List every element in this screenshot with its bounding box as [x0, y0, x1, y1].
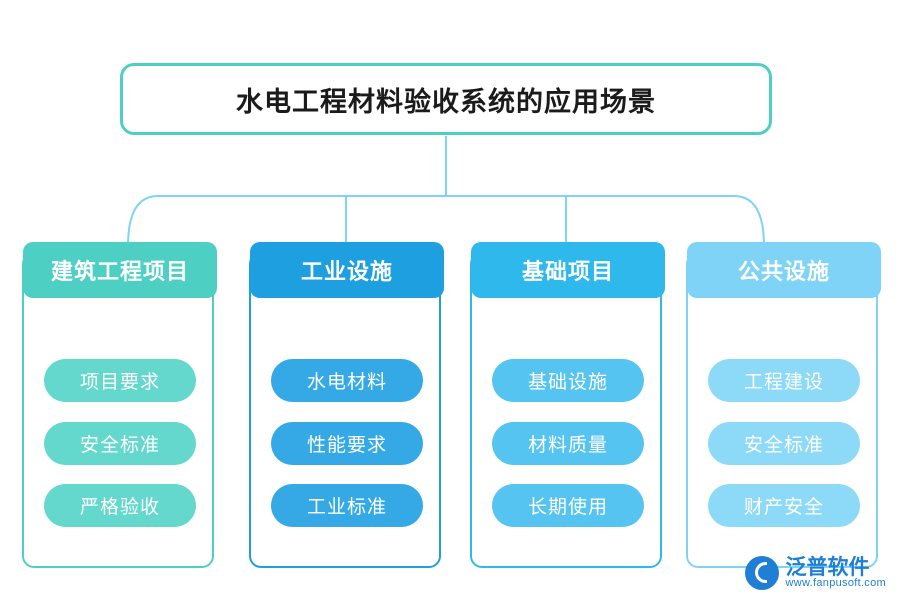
logo-text: 泛普软件 www.fanpusoft.com: [786, 556, 886, 590]
item-pill[interactable]: 工程建设: [708, 359, 860, 402]
item-pill[interactable]: 安全标准: [44, 422, 196, 465]
item-pill[interactable]: 基础设施: [492, 359, 644, 402]
item-pill[interactable]: 安全标准: [708, 422, 860, 465]
logo-mark-icon: [744, 556, 779, 590]
category-header-building: 建筑工程项目: [23, 242, 217, 298]
category-column-industrial: 工业设施 水电材料 性能要求 工业标准: [249, 242, 444, 568]
logo-company-name: 泛普软件: [785, 555, 870, 580]
brand-logo[interactable]: 泛普软件 www.fanpusoft.com: [744, 556, 886, 590]
item-pill[interactable]: 长期使用: [492, 484, 644, 527]
category-header-industrial: 工业设施: [250, 242, 444, 298]
item-pill[interactable]: 财产安全: [708, 484, 860, 527]
item-pill[interactable]: 水电材料: [271, 359, 423, 402]
logo-website-url: www.fanpusoft.com: [785, 577, 886, 590]
item-pill[interactable]: 材料质量: [492, 422, 644, 465]
category-column-public: 公共设施 工程建设 安全标准 财产安全: [686, 242, 881, 568]
item-pill[interactable]: 严格验收: [44, 484, 196, 527]
category-column-infrastructure: 基础项目 基础设施 材料质量 长期使用: [470, 242, 665, 568]
diagram-title-box: 水电工程材料验收系统的应用场景: [120, 63, 772, 135]
item-pill[interactable]: 性能要求: [271, 422, 423, 465]
page-title: 水电工程材料验收系统的应用场景: [236, 86, 656, 117]
item-pill[interactable]: 项目要求: [44, 359, 196, 402]
item-pill[interactable]: 工业标准: [271, 484, 423, 527]
category-header-infrastructure: 基础项目: [471, 242, 665, 298]
category-header-public: 公共设施: [687, 242, 881, 298]
category-column-building: 建筑工程项目 项目要求 安全标准 严格验收: [22, 242, 217, 568]
